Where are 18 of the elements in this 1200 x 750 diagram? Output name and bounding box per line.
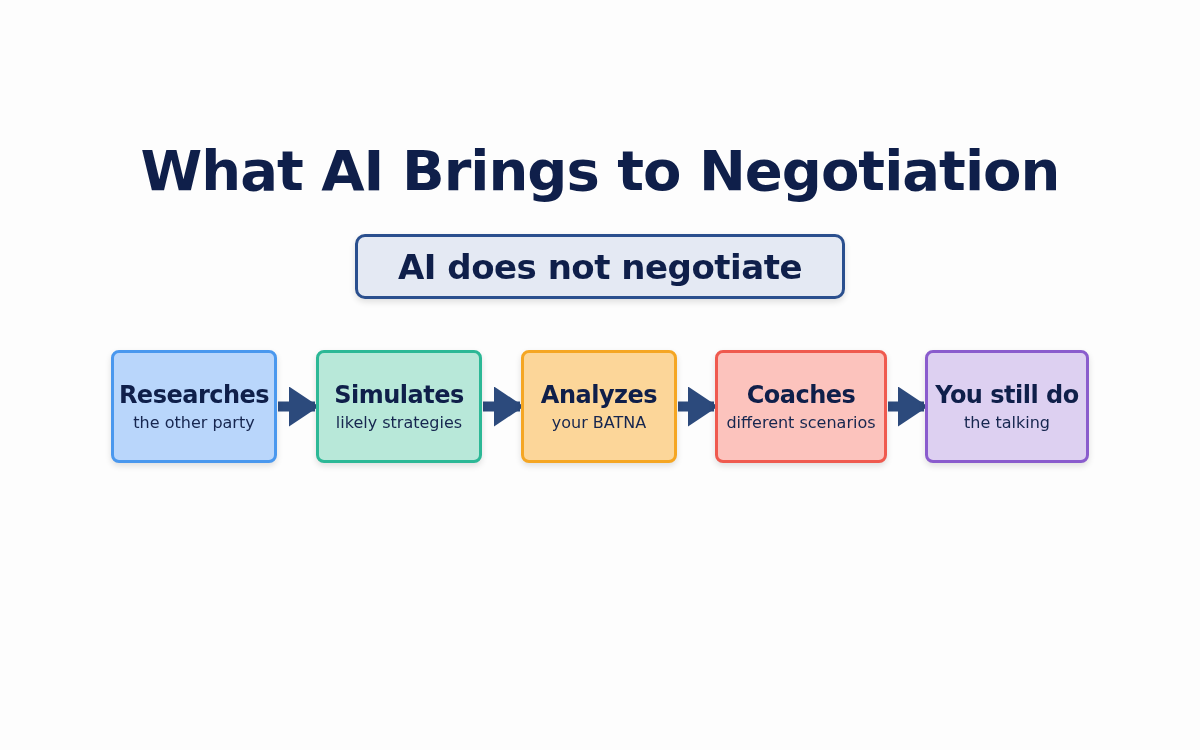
step-box	[925, 350, 1089, 463]
step-description: the talking	[964, 413, 1050, 432]
step-description: your BATNA	[551, 413, 647, 432]
step-title: Coaches	[746, 381, 856, 409]
step-title: You still do	[935, 381, 1079, 409]
step-box	[111, 350, 277, 463]
step-title: Simulates	[334, 381, 464, 409]
step-description: the other party	[133, 413, 255, 432]
step-title: Researches	[118, 381, 270, 409]
step-box	[316, 350, 482, 463]
step-title: Analyzes	[540, 381, 658, 409]
banner-text: AI does not negotiate	[398, 246, 802, 287]
step-description: different scenarios	[726, 413, 876, 432]
banner-box	[355, 234, 845, 299]
step-box	[521, 350, 677, 463]
step-box	[715, 350, 887, 463]
title: What AI Brings to Negotiation	[140, 138, 1060, 203]
step-description: likely strategies	[335, 413, 463, 432]
